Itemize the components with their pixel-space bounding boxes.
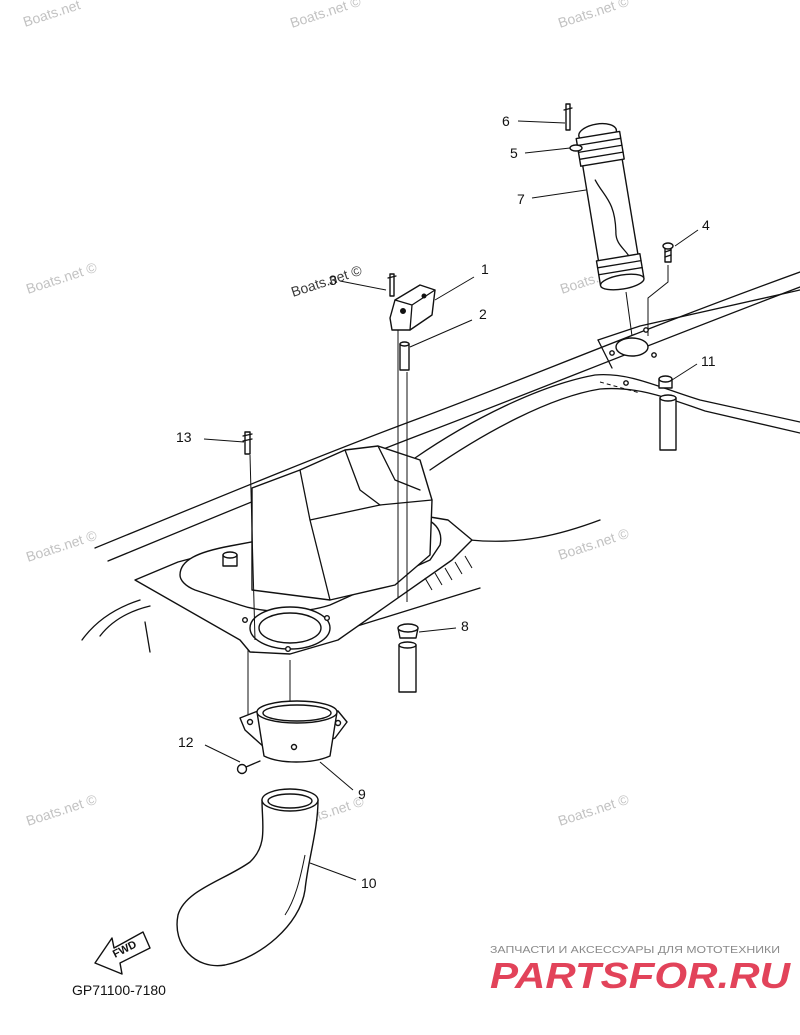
engine-cover-edge [377,445,421,491]
hull-left-side [81,599,141,641]
ring-bolt-hole [241,617,248,624]
watermark: Boats.net © [556,0,631,31]
watermark: Boats.net © [24,527,99,565]
hull-deck-rear-dash [599,381,641,394]
callout-5-leader [524,147,571,154]
part-7-axis-line [625,291,633,337]
diagram-code: GP71100-7180 [72,982,166,998]
watermark: Boats.net [21,0,82,30]
brand-logo: PARTSFOR.RU [490,955,791,996]
callout-6: 6 [502,113,510,129]
part-13-rod [242,431,253,455]
hull-left-side-inner [99,605,151,637]
part-6-pin [563,103,573,131]
callout-7-leader [531,189,587,199]
part-8-clamp [397,623,419,639]
ring-bolt-hole [324,615,331,622]
part-5-clamp [569,144,583,152]
hull [81,271,800,653]
hull-deck-edge-upper [94,271,800,549]
callout-2: 2 [479,306,487,322]
fwd-arrow: FWD [94,931,151,975]
callout-4-leader [674,229,699,247]
callout-13-leader [203,438,245,443]
hull-deck-rear-curve-inner [429,387,800,471]
callout-12-leader [204,744,241,763]
part-2-collar [399,341,410,371]
deck-plate-edge [597,289,800,341]
engine-cover [251,445,433,601]
part-10-intake-duct [176,788,319,967]
callout-13: 13 [176,429,192,445]
part-7-filter-tube [575,122,645,291]
part-9-duct-adapter [239,700,348,763]
part-12-screw [236,760,261,775]
ring-bolt-hole [285,646,292,653]
hull-deck-rear-curve [414,373,800,459]
callout-11-leader [671,363,698,381]
callout-10-leader [309,862,357,881]
watermark: Boats.net © [288,0,363,31]
assembly-lines [247,265,669,720]
callout-1: 1 [481,261,489,277]
callout-3-leader [339,280,387,291]
intake-ring [258,612,322,644]
part-11-nut [658,375,673,389]
engine-compartment [134,445,473,655]
callout-6-leader [517,120,566,124]
callout-8-leader [418,627,457,633]
brand-tagline: ЗАПЧАСТИ И АКСЕССУАРЫ ДЛЯ МОТОТЕХНИКИ [490,944,780,956]
callout-7: 7 [517,191,525,207]
watermark: Boats.net © [24,791,99,829]
callout-4: 4 [702,217,710,233]
deck-plate-bolt-hole [623,380,629,386]
callout-10: 10 [361,875,377,891]
deck-plate-bolt-hole [609,350,615,356]
deck-plate-side [597,339,613,369]
callout-1-leader [434,276,475,301]
callout-8: 8 [461,618,469,634]
hull-floor-right [469,519,601,542]
callout-12: 12 [178,734,194,750]
callout-2-leader [409,319,473,348]
hose-right [659,394,677,451]
callout-3: 3 [329,272,337,288]
callout-9-leader [319,761,354,791]
part-3-screw [387,273,397,297]
watermark: Boats.net © [289,262,364,300]
callout-9: 9 [358,786,366,802]
callout-5: 5 [510,145,518,161]
hull-left-tick [144,621,151,653]
fwd-arrow-icon [94,931,151,975]
engine-cover-edge [344,449,381,506]
callout-11: 11 [701,353,716,369]
hull-floor-lower [337,587,481,633]
floor-hatching [424,555,473,591]
watermark: Boats.net © [24,259,99,297]
part-4-axis-line [647,265,669,336]
engine-boss [222,551,238,567]
part-4-screw [662,242,674,263]
deck-plate-hole [615,337,649,357]
hose-center [398,641,417,693]
watermark: Boats.net © [556,791,631,829]
callouts: 1 2 3 4 5 6 7 8 9 10 11 12 13 [176,113,716,891]
hull-deck-edge-lower [107,286,800,562]
deck-plate-bolt-hole [651,352,657,358]
part-1-bracket [389,284,436,331]
part-13-axis-line [249,454,256,641]
